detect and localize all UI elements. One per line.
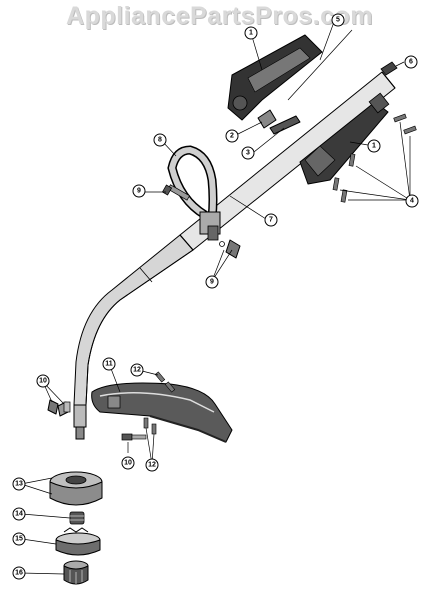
callout-6: 6 [404, 55, 418, 69]
callout-10b: 10 [121, 456, 135, 470]
svg-text:4: 4 [410, 198, 414, 205]
handle-upper [227, 34, 323, 121]
svg-text:6: 6 [409, 59, 413, 66]
svg-text:13: 13 [15, 481, 23, 488]
svg-text:5: 5 [336, 17, 340, 24]
svg-text:1: 1 [249, 30, 253, 37]
svg-text:3: 3 [246, 150, 250, 157]
callout-1b: 1 [367, 139, 381, 153]
callout-13: 13 [12, 477, 26, 491]
svg-text:12: 12 [133, 367, 141, 374]
callout-16: 16 [12, 566, 26, 580]
svg-text:9: 9 [210, 279, 214, 286]
svg-text:2: 2 [230, 133, 234, 140]
lower-shaft [73, 234, 194, 440]
callout-7: 6 7 [264, 213, 278, 227]
callout-2: 2 [225, 129, 239, 143]
knob-9 [219, 239, 241, 259]
callout-15: 15 [12, 532, 26, 546]
spring-14 [69, 511, 85, 525]
svg-text:10: 10 [39, 378, 47, 385]
bump-knob-16 [63, 560, 89, 585]
callout-10a: 10 [36, 374, 50, 388]
svg-text:15: 15 [15, 536, 23, 543]
screws-4 [332, 113, 417, 203]
screws-12 [143, 371, 176, 435]
callout-8: 8 [153, 133, 167, 147]
spool-15 [55, 527, 101, 556]
svg-text:8: 8 [158, 137, 162, 144]
bolt-10 [121, 433, 147, 441]
svg-text:9: 9 [137, 188, 141, 195]
handle-lower [299, 92, 390, 185]
svg-text:1: 1 [372, 143, 376, 150]
spool-housing-13 [49, 471, 103, 506]
svg-text:10: 10 [124, 460, 132, 467]
callout-3: 3 [241, 146, 255, 160]
assist-handle [167, 145, 221, 241]
svg-text:16: 16 [15, 570, 23, 577]
wing-nut-10 [47, 399, 71, 417]
svg-text:12: 12 [148, 462, 156, 469]
callout-5: 5 [331, 13, 345, 27]
trigger [257, 109, 301, 135]
callout-1a: 1 [244, 26, 258, 40]
callout-4: 4 [405, 194, 419, 208]
callout-11: 11 [102, 357, 116, 371]
callout-9a: 9 [132, 184, 146, 198]
bolt-9 [161, 184, 191, 201]
svg-text:7: 7 [269, 217, 273, 224]
guard-11 [91, 382, 233, 443]
callout-12a: 12 [130, 363, 144, 377]
callout-12b: 12 [145, 458, 159, 472]
callout-14: 14 [12, 507, 26, 521]
svg-text:11: 11 [105, 361, 113, 368]
callout-9b: 9 [205, 275, 219, 289]
svg-text:14: 14 [15, 511, 23, 518]
watermark: AppliancePartsPros.com [66, 2, 373, 30]
